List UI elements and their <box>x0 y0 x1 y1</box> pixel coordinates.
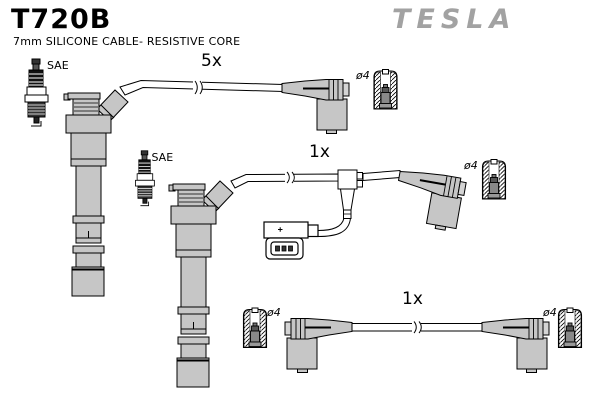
junction-suppressor <box>317 169 363 237</box>
terminal-cross-section-icon <box>557 307 583 349</box>
spark-plug-boot <box>63 89 129 297</box>
cable-break-mark <box>412 321 422 334</box>
spark-plug-icon <box>24 58 49 127</box>
ignition-cable-row2 <box>230 169 401 189</box>
brand-logo: TESLA <box>392 4 517 35</box>
ignition-cable-row1 <box>119 79 284 96</box>
spark-plug-boot <box>168 180 234 388</box>
cable-break-mark <box>285 171 295 185</box>
coil-connector-plug <box>263 221 319 260</box>
elbow-boot <box>481 317 550 374</box>
quantity-label-row1: 5x <box>201 51 222 71</box>
sae-label-row2: SAE <box>152 151 174 164</box>
ignition-cable-row3 <box>347 321 483 334</box>
diameter-label-row3-right: ø4 <box>542 306 557 319</box>
diameter-label-row3-left: ø4 <box>266 306 281 319</box>
quantity-label-row2: 1x <box>309 142 330 162</box>
elbow-boot <box>281 79 350 134</box>
quantity-label-row3: 1x <box>402 289 423 309</box>
terminal-cross-section-icon <box>373 69 398 110</box>
elbow-boot <box>390 166 468 234</box>
sae-label-row1: SAE <box>47 59 69 72</box>
cable-break-mark <box>193 80 203 95</box>
elbow-boot <box>284 317 353 374</box>
page-title: T720B <box>11 4 112 35</box>
terminal-cross-section-icon <box>481 158 507 200</box>
diameter-label-row2: ø4 <box>463 159 478 172</box>
subtitle: 7mm SILICONE CABLE- RESISTIVE CORE <box>13 35 241 48</box>
terminal-cross-section-icon <box>242 307 268 349</box>
diameter-label-row1: ø4 <box>355 69 370 82</box>
